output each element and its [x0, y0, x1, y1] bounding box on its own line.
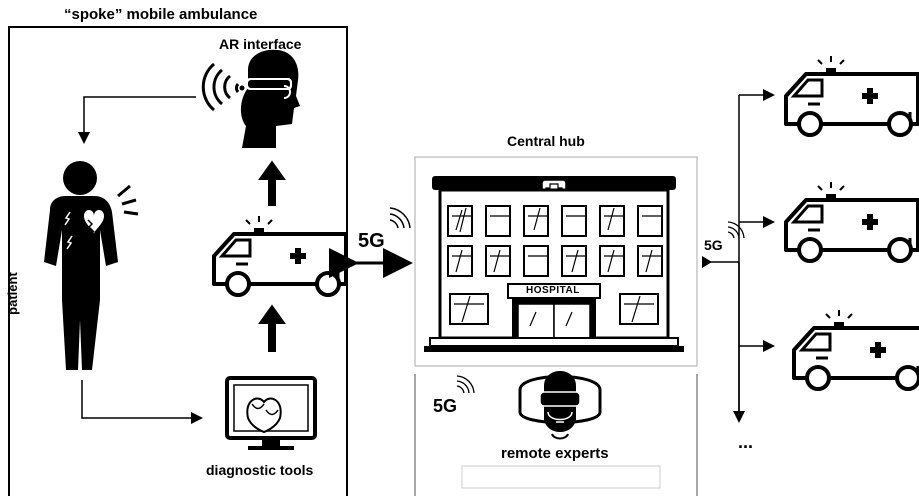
hospital-icon	[424, 176, 684, 352]
ar-to-patient-arrow	[78, 96, 196, 144]
ar-headset-icon	[201, 49, 300, 148]
experts-text-box	[461, 465, 661, 489]
patient-to-diag-arrow	[81, 380, 203, 424]
wifi-icon-left	[389, 207, 411, 229]
spoke-title: “spoke” mobile ambulance	[64, 6, 258, 23]
vr-expert-icon	[518, 371, 602, 440]
wifi-icon-experts	[456, 375, 475, 394]
link-5g-left: 5G	[358, 230, 385, 252]
patient-icon	[44, 161, 139, 370]
arrow-amb-to-ar	[258, 160, 286, 206]
patient-label: patient	[4, 272, 20, 315]
hub-output-arrow	[702, 256, 712, 268]
wifi-icon-right	[727, 221, 745, 239]
experts-frame	[414, 374, 698, 496]
fleet-ellipsis: ...	[738, 432, 754, 452]
hospital-sign: HOSPITAL	[526, 285, 580, 296]
spoke-ambulance-icon	[214, 216, 346, 295]
link-5g-right: 5G	[704, 237, 723, 253]
ar-interface-label: AR interface	[219, 36, 302, 52]
fleet-ambulance-2	[786, 182, 918, 261]
diagnostic-tools-label: diagnostic tools	[206, 462, 314, 478]
arrow-diag-to-amb	[258, 304, 286, 352]
fleet-tree-lines	[702, 89, 775, 423]
central-hub-title: Central hub	[507, 133, 585, 149]
remote-experts-label: remote experts	[501, 445, 609, 462]
link-5g-experts: 5G	[433, 396, 458, 416]
fleet-ambulance-3	[794, 310, 919, 389]
fleet-ambulance-1	[786, 56, 918, 135]
monitor-icon	[225, 376, 317, 450]
